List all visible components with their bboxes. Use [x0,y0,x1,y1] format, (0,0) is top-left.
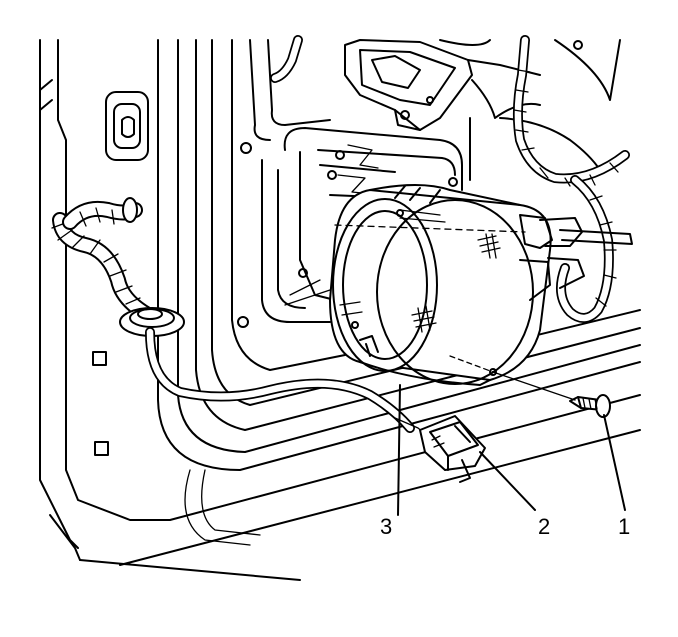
inner-panel [237,39,463,328]
leader-lines [397,355,626,516]
left-wire-harness [51,197,431,439]
speaker-connector [419,415,486,483]
speaker [329,184,585,386]
door-panel [39,39,641,581]
door-edge-openings [39,79,149,456]
callout-2-connector: 2 [538,514,550,539]
upper-bracket [344,39,621,181]
callout-3-speaker: 3 [380,514,392,539]
upper-wire-harness [270,35,633,323]
screw [569,394,611,418]
callout-1-screw: 1 [618,514,630,539]
